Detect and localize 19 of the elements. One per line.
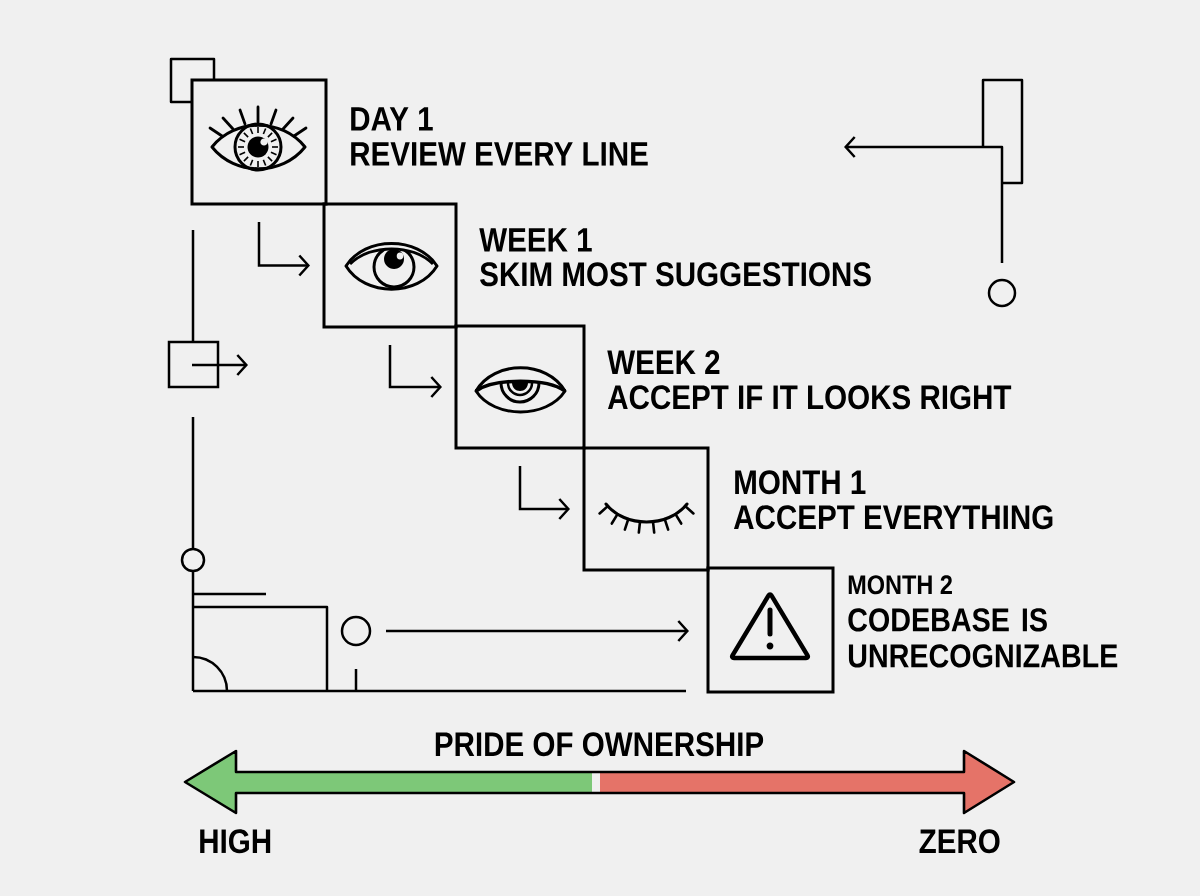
small-circle — [340, 615, 372, 647]
step-heading: WEEK 1 — [479, 228, 592, 252]
small-circle — [987, 278, 1017, 308]
step-description: SKIM MOST SUGGESTIONS — [480, 262, 871, 287]
step-description: ACCEPT EVERYTHING — [733, 505, 1053, 530]
scale-label: HIGH — [200, 829, 271, 854]
step-description: CODEBASE IS UNRECOGNIZABLE — [848, 608, 1118, 668]
arrow — [388, 345, 442, 398]
step-heading: WEEK 2 — [607, 350, 720, 374]
arrow — [386, 620, 689, 642]
step-description: REVIEW EVERY LINE — [351, 142, 648, 166]
arrow — [518, 466, 570, 520]
step-description: ACCEPT IF IT LOOKS RIGHT — [607, 385, 1012, 410]
scale-title: PRIDE OF OWNERSHIP — [435, 732, 764, 757]
step-heading: MONTH 1 — [735, 470, 866, 495]
arrow — [257, 222, 310, 277]
step-heading: MONTH 2 — [848, 575, 952, 595]
scale-label: ZERO — [919, 829, 1000, 854]
step-heading: DAY 1 — [351, 107, 433, 131]
